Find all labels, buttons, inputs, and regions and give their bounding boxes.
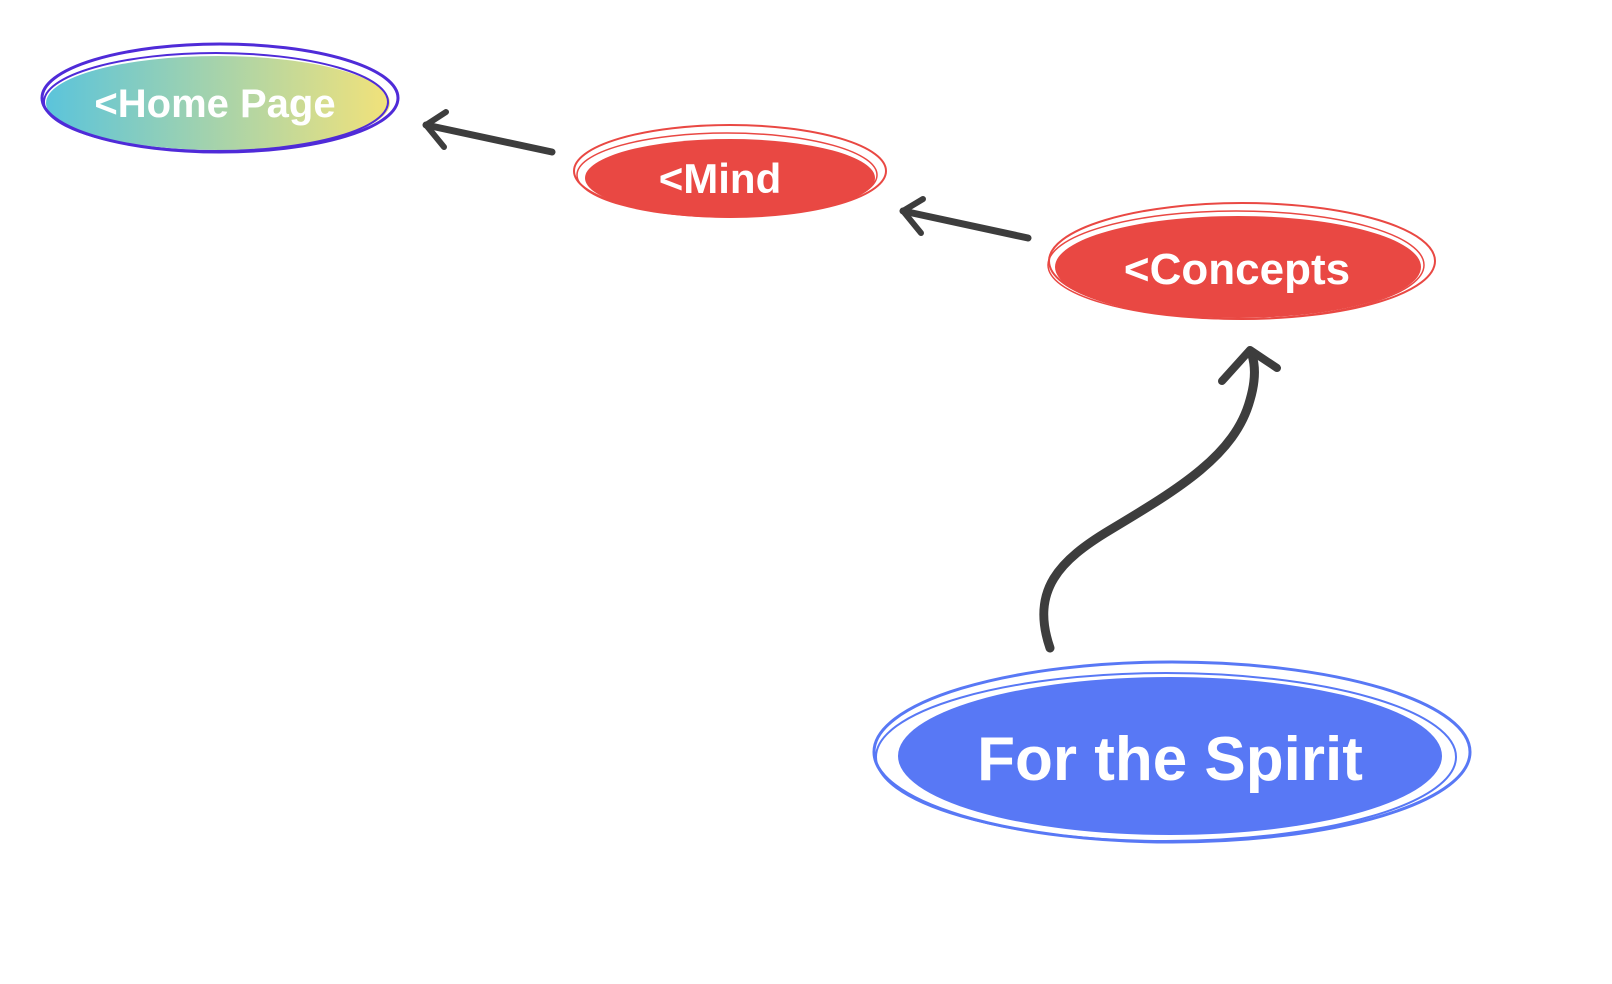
spirit-node-fill — [898, 677, 1442, 835]
home-page-link[interactable]: <Home Page — [40, 42, 400, 154]
spirit-node-outline-2 — [875, 672, 1457, 842]
mind-node-outline-2 — [576, 132, 878, 218]
mind-label: <Mind — [659, 155, 782, 202]
arrow-concepts-to-mind — [899, 196, 1032, 242]
concepts-link[interactable]: <Concepts — [1047, 202, 1436, 320]
for-the-spirit-node: For the Spirit — [872, 660, 1472, 844]
concepts-node-fill — [1055, 216, 1421, 318]
home-page-label: <Home Page — [94, 82, 335, 126]
concepts-label: <Concepts — [1124, 245, 1350, 294]
spirit-node-outline — [872, 660, 1472, 844]
home-page-node-outline-2 — [43, 52, 389, 152]
spirit-label: For the Spirit — [977, 725, 1363, 794]
mind-link[interactable]: <Mind — [573, 124, 887, 218]
arrow-mind-to-home — [422, 109, 556, 156]
concepts-node-outline-2 — [1047, 210, 1425, 320]
arrow-spirit-to-concepts — [1039, 346, 1281, 653]
home-page-node-outline — [40, 42, 400, 154]
home-page-node-fill — [46, 56, 390, 150]
mind-node-fill — [585, 139, 875, 217]
